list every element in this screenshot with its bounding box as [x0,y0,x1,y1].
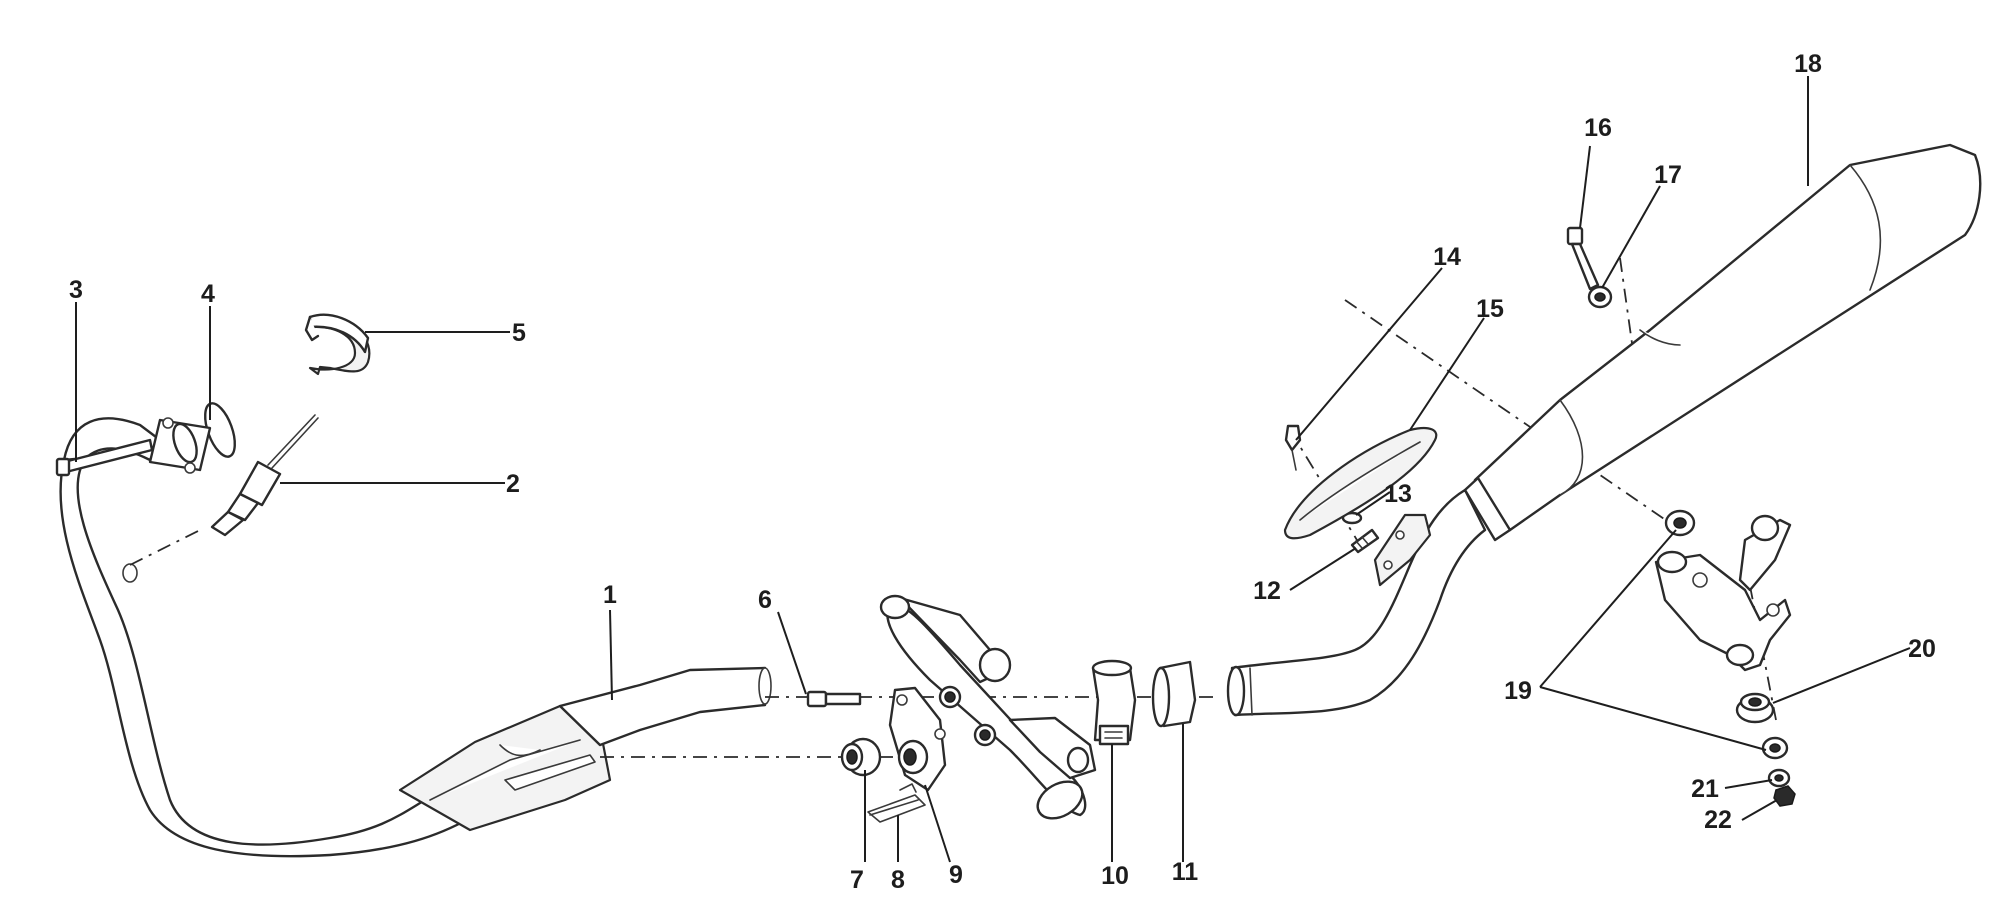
link-pipe [1226,488,1487,717]
callout-5: 5 [512,319,526,347]
callout-18: 18 [1794,50,1822,78]
part-21-washer [1767,768,1791,788]
part-1-header-pipe [59,417,772,858]
callout-15: 15 [1476,295,1504,323]
callout-7: 7 [850,866,864,894]
callout-4: 4 [201,280,215,308]
callout-2: 2 [506,470,520,498]
part-10-clamp [1091,659,1137,746]
part-18-muffler [1463,143,1982,542]
part-9-bracket-plate [888,686,947,792]
callout-6: 6 [758,586,772,614]
part-17-washer [1587,285,1613,309]
part-16-bolt [1566,226,1600,291]
callout-labels: 1 2 3 4 5 6 7 8 9 10 11 12 13 14 15 16 1… [69,50,1936,894]
part-7-rubber-bush [840,737,882,777]
part-19-washer-bottom [1761,736,1789,760]
part-6-bolt [806,690,862,708]
callout-8: 8 [891,866,905,894]
mounting-arm [879,594,1097,820]
callout-20: 20 [1908,635,1936,663]
callout-17: 17 [1654,161,1682,189]
part-11-sleeve [1151,660,1197,728]
part-20-grommet [1735,692,1775,724]
callout-14: 14 [1433,243,1461,271]
part-14-screw [1284,424,1302,471]
callout-16: 16 [1584,114,1612,142]
callout-9: 9 [949,861,963,889]
part-22-nut [1773,785,1796,807]
callout-22: 22 [1704,806,1732,834]
callout-3: 3 [69,276,83,304]
callout-12: 12 [1253,577,1281,605]
callout-11: 11 [1172,858,1199,886]
part-19-washer-top [1664,509,1696,537]
part-15-heat-shield [1283,426,1438,540]
part-12-bolt [1350,528,1380,554]
part-2-lambda-sensor [210,414,319,537]
callout-19: 19 [1504,677,1532,705]
part-5-clamp-band [304,313,371,376]
callout-13: 13 [1384,480,1412,508]
leader-lines [75,76,1911,863]
callout-10: 10 [1101,862,1129,890]
callout-1: 1 [603,581,617,609]
callout-21: 21 [1691,775,1719,803]
exhaust-flange [148,417,212,474]
muffler-hanger-bracket [1654,514,1792,672]
part-8-spring-clip [867,783,926,823]
